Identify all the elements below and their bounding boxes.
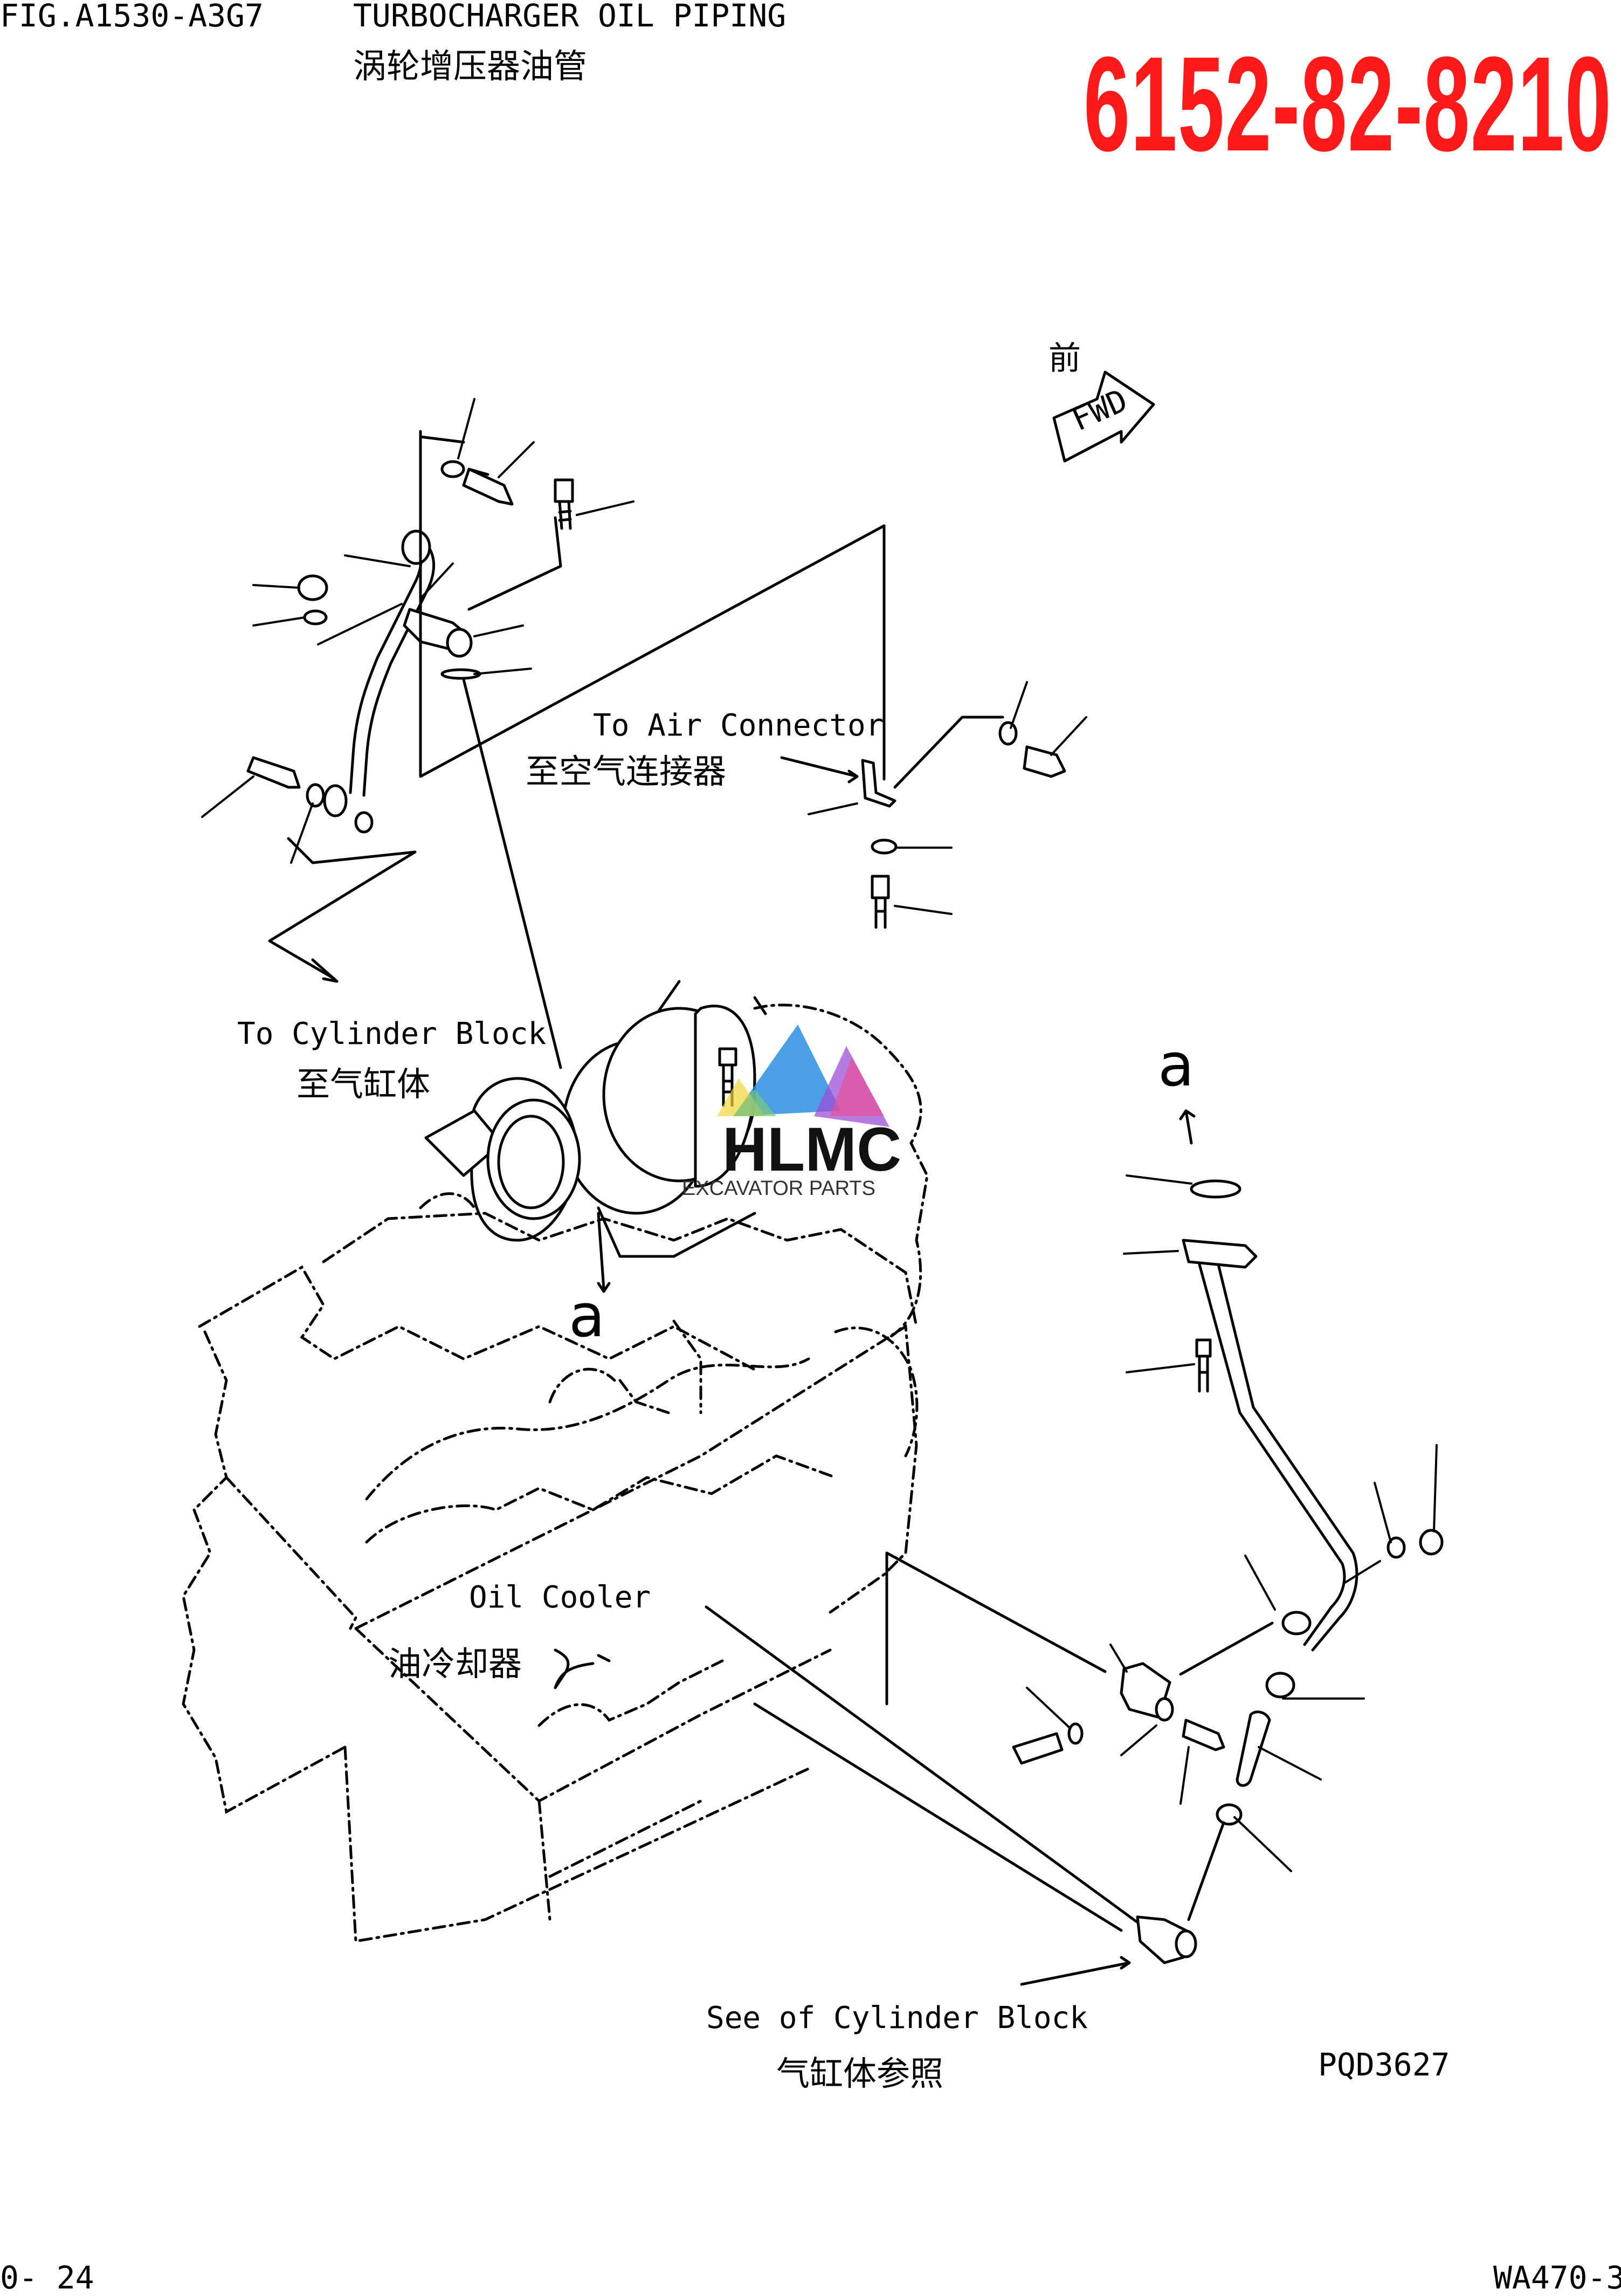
oil-cooler-label: Oil Cooler xyxy=(469,1580,651,1615)
bolt xyxy=(1182,1718,1225,1751)
marker-a-right: a xyxy=(1158,1030,1195,1099)
air-connector-label-cn: 至空气连接器 xyxy=(526,752,727,791)
drawing-code: PQD3627 xyxy=(1318,2046,1450,2083)
banjo-fitting xyxy=(403,608,473,658)
cylinder-block-label-cn: 至气缸体 xyxy=(296,1064,431,1104)
washer xyxy=(354,811,374,834)
air-connector-label: To Air Connector xyxy=(593,708,884,743)
bolt xyxy=(246,756,301,789)
bolt xyxy=(718,1047,737,1107)
washer xyxy=(306,783,325,808)
hose xyxy=(1236,1710,1271,1787)
title-chinese: 涡轮增压器油管 xyxy=(353,46,588,86)
turbocharger xyxy=(424,1005,756,1258)
bolt xyxy=(871,875,953,929)
marker-a-left: a xyxy=(569,1281,605,1350)
elbow-fitting xyxy=(1136,1821,1225,1964)
cylinder-block-label: To Cylinder Block xyxy=(237,1016,547,1051)
hlmc-logo xyxy=(717,1025,889,1127)
front-label: 前 xyxy=(1049,340,1081,377)
bolt xyxy=(462,468,514,506)
washer xyxy=(440,460,465,478)
clamp xyxy=(1265,1672,1295,1699)
bolt xyxy=(1012,1732,1064,1765)
see-cylinder-block-label: See of Cylinder Block xyxy=(706,2001,1088,2036)
watermark-brand: HLMC xyxy=(722,1115,902,1184)
part-number: 6152-82-8210 xyxy=(1084,29,1612,179)
oil-drain-pipe xyxy=(1182,1179,1358,1652)
model-code: WA470-3 xyxy=(1493,2259,1621,2296)
figure-code: FIG.A1530-A3G7 xyxy=(0,0,264,34)
watermark-tagline: EXCAVATOR PARTS xyxy=(682,1177,875,1200)
engine-block-outline xyxy=(182,1003,929,1943)
page-number: 0- 24 xyxy=(0,2259,94,2296)
bolt xyxy=(554,478,574,530)
washer xyxy=(303,609,328,625)
see-cylinder-block-label-cn: 气缸体参照 xyxy=(776,2054,944,2093)
washer xyxy=(1067,1722,1084,1745)
oil-cooler-label-cn: 油冷却器 xyxy=(388,1644,522,1683)
clamp xyxy=(1216,1803,1243,1826)
pipe-clamp-bracket xyxy=(1120,1621,1274,1722)
title-english: TURBOCHARGER OIL PIPING xyxy=(353,0,787,34)
nut xyxy=(297,574,328,601)
bolt xyxy=(1195,1338,1212,1393)
oil-inlet-pipe xyxy=(323,530,436,817)
forward-arrow-icon xyxy=(1052,370,1155,463)
